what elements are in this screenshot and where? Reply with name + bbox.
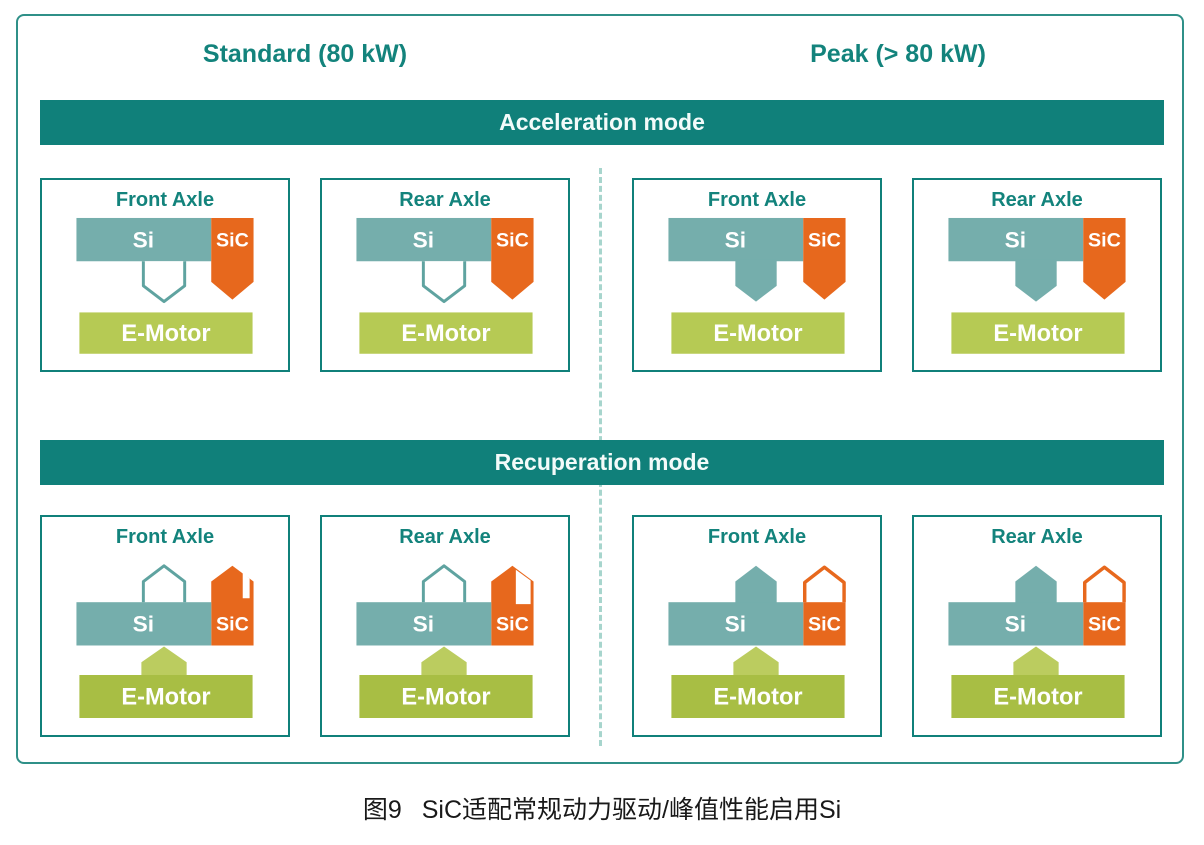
si-inverter-block — [356, 602, 492, 646]
sic-label: SiC — [1088, 230, 1121, 252]
si-flow-arrow-hollow-down-icon — [421, 261, 467, 304]
emotor-block — [79, 312, 253, 354]
panel-diagram: Si SiC E-Motor — [668, 217, 846, 354]
panel-title: Front Axle — [115, 526, 215, 548]
sic-flow-arrow-solid-down-icon — [211, 217, 254, 300]
sic-flow-arrow-hollow-up-icon — [1082, 565, 1126, 603]
panel-title: Front Axle — [115, 189, 215, 211]
sic-label: SiC — [808, 230, 841, 252]
column-header-standard: Standard (80 kW) — [202, 40, 408, 68]
sic-flow-arrow-solid-down-icon — [803, 217, 846, 300]
emotor-flow-arrow-solid-up-icon — [733, 646, 779, 676]
si-inverter-block — [356, 217, 492, 262]
sic-arrow-notch — [242, 572, 250, 599]
panel-diagram: Si SiC E-Motor — [76, 217, 254, 354]
panel-title: Rear Axle — [991, 189, 1083, 211]
panel-diagram: Si SiC E-Motor — [356, 217, 534, 354]
emotor-label: E-Motor — [993, 321, 1082, 347]
emotor-label: E-Motor — [121, 321, 210, 347]
si-flow-arrow-solid-up-icon — [1015, 565, 1057, 605]
sic-label: SiC — [496, 230, 529, 252]
si-inverter-block — [668, 602, 804, 646]
sic-label: SiC — [216, 230, 249, 252]
emotor-flow-arrow-solid-up-icon — [1013, 646, 1059, 676]
emotor-block — [951, 312, 1125, 354]
panel-title: Rear Axle — [399, 189, 491, 211]
emotor-label: E-Motor — [713, 321, 802, 347]
si-flow-arrow-hollow-down-icon — [141, 261, 187, 304]
panel-diagram: Si SiC E-Motor — [356, 564, 534, 719]
emotor-block — [359, 675, 533, 719]
si-label: Si — [1005, 227, 1026, 252]
si-label: Si — [413, 227, 434, 252]
emotor-block — [951, 675, 1125, 719]
sic-flow-arrow-solid-down-icon — [491, 217, 534, 300]
figure-caption-number: 图9 — [362, 796, 402, 824]
si-inverter-block — [668, 217, 804, 262]
emotor-flow-arrow-solid-up-icon — [141, 646, 187, 676]
emotor-label: E-Motor — [401, 685, 490, 711]
si-inverter-block — [76, 602, 212, 646]
emotor-block — [671, 675, 845, 719]
sic-inverter-block — [803, 602, 846, 646]
emotor-block — [359, 312, 533, 354]
sic-label: SiC — [1088, 614, 1121, 636]
si-flow-arrow-hollow-up-icon — [421, 564, 467, 603]
si-label: Si — [413, 612, 434, 637]
si-label: Si — [133, 612, 154, 637]
panel-diagram: Si SiC E-Motor — [76, 564, 254, 719]
panel-diagram: Si SiC E-Motor — [668, 565, 846, 719]
banner-acceleration-mode: Acceleration mode — [40, 100, 1164, 145]
sic-flow-arrow-hollow-up-icon — [802, 565, 846, 603]
emotor-block — [79, 675, 253, 719]
panel-title: Rear Axle — [399, 526, 491, 548]
sic-inverter-block — [1083, 602, 1126, 646]
panel-accel-peak-rear-axle: Rear Axle Si SiC E-Motor — [912, 178, 1162, 372]
panel-recup-standard-rear-axle: Rear Axle Si SiC E-Motor — [320, 515, 570, 737]
panel-diagram: Si SiC E-Motor — [948, 565, 1126, 719]
si-label: Si — [725, 612, 746, 637]
si-label: Si — [725, 227, 746, 252]
sic-flow-arrow-solid-down-icon — [1083, 217, 1126, 300]
panel-recup-peak-rear-axle: Rear Axle Si SiC E-Motor — [912, 515, 1162, 737]
column-header-peak: Peak (> 80 kW) — [810, 40, 986, 68]
panel-accel-standard-rear-axle: Rear Axle Si SiC E-Motor — [320, 178, 570, 372]
si-flow-arrow-solid-up-icon — [735, 565, 777, 605]
panel-recup-peak-front-axle: Front Axle Si SiC E-Motor — [632, 515, 882, 737]
panel-recup-standard-front-axle: Front Axle Si SiC E-Motor — [40, 515, 290, 737]
si-inverter-block — [76, 217, 212, 262]
sic-label: SiC — [808, 614, 841, 636]
sic-arrow-notch — [515, 569, 531, 605]
si-flow-arrow-hollow-up-icon — [141, 564, 187, 603]
si-flow-arrow-solid-down-icon — [1015, 259, 1057, 302]
si-flow-arrow-solid-down-icon — [735, 259, 777, 302]
emotor-block — [671, 312, 845, 354]
si-label: Si — [133, 227, 154, 252]
emotor-label: E-Motor — [713, 685, 802, 711]
emotor-label: E-Motor — [993, 685, 1082, 711]
si-label: Si — [1005, 612, 1026, 637]
panel-title: Rear Axle — [991, 526, 1083, 548]
si-inverter-block — [948, 217, 1084, 262]
panel-diagram: Si SiC E-Motor — [948, 217, 1126, 354]
panel-title: Front Axle — [707, 189, 807, 211]
sic-label: SiC — [496, 614, 529, 636]
figure-caption-text: SiC适配常规动力驱动/峰值性能启用Si — [421, 796, 842, 824]
panel-accel-peak-front-axle: Front Axle Si SiC E-Motor — [632, 178, 882, 372]
sic-label: SiC — [216, 614, 249, 636]
panel-accel-standard-front-axle: Front Axle Si SiC E-Motor — [40, 178, 290, 372]
emotor-label: E-Motor — [121, 685, 210, 711]
figure-caption: 图9 SiC适配常规动力驱动/峰值性能启用Si — [0, 790, 1204, 826]
emotor-label: E-Motor — [401, 321, 490, 347]
panel-title: Front Axle — [707, 526, 807, 548]
banner-recuperation-mode: Recuperation mode — [40, 440, 1164, 485]
emotor-flow-arrow-solid-up-icon — [421, 646, 467, 676]
si-inverter-block — [948, 602, 1084, 646]
